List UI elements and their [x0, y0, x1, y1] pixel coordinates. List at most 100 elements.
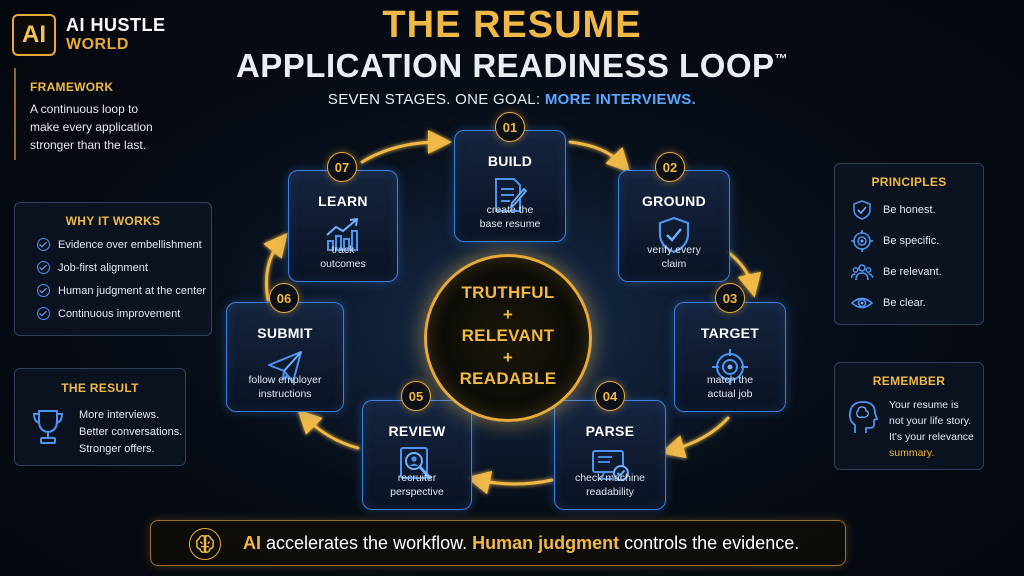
why-it-works-panel: WHY IT WORKS Evidence over embellishment… — [14, 202, 212, 336]
core-principles-circle: TRUTHFUL + RELEVANT + READABLE — [424, 254, 592, 422]
eye-icon — [851, 297, 873, 308]
trademark: ™ — [774, 51, 789, 66]
list-item-label: Be clear. — [883, 296, 926, 309]
footer-message: AI accelerates the workflow. Human judgm… — [243, 533, 799, 554]
result-heading: THE RESULT — [61, 381, 139, 395]
stage-title: LEARN — [318, 193, 368, 209]
principles-list: Be honest. Be specific. Be relevant. Be … — [851, 194, 942, 318]
result-lines: More interviews. Better conversations. S… — [79, 407, 182, 458]
page-title-line2: APPLICATION READINESS LOOP™ — [0, 47, 1024, 85]
brand-name-line2: WORLD — [66, 36, 129, 53]
stage-title: SUBMIT — [257, 325, 313, 341]
footer-text-part: accelerates the workflow. — [261, 533, 473, 553]
stage-number: 05 — [401, 381, 431, 411]
list-item: Be clear. — [851, 287, 942, 318]
footer-banner: AI accelerates the workflow. Human judgm… — [150, 520, 846, 566]
list-item-label: Be honest. — [883, 203, 936, 216]
stage-title: BUILD — [487, 153, 533, 169]
check-circle-icon — [37, 261, 50, 274]
subtitle-highlight: MORE INTERVIEWS. — [544, 91, 697, 108]
brand-name-line1: AI HUSTLE — [66, 15, 166, 35]
trophy-icon — [32, 410, 64, 444]
subtitle-prefix: SEVEN STAGES. ONE GOAL: — [327, 91, 545, 108]
shield-check-icon — [658, 216, 690, 254]
list-item-label: Be relevant. — [883, 265, 942, 278]
framework-heading: FRAMEWORK — [30, 80, 114, 94]
remember-text: Your resume is not your life story. It's… — [889, 397, 974, 461]
target-icon — [851, 229, 873, 252]
result-line: Better conversations. — [79, 426, 183, 438]
people-icon — [851, 263, 873, 280]
check-circle-icon — [37, 307, 50, 320]
list-item: Continuous improvement — [37, 302, 206, 325]
list-item: Be relevant. — [851, 256, 942, 287]
shield-check-icon — [853, 199, 871, 220]
result-line: Stronger offers. — [79, 443, 155, 455]
title-text: APPLICATION READINESS LOOP — [235, 47, 775, 84]
page-title: THE RESUME — [382, 4, 642, 46]
stage-number: 04 — [595, 381, 625, 411]
person-magnifier-icon — [400, 447, 433, 481]
document-pen-icon — [495, 178, 528, 212]
list-item: Job-first alignment — [37, 256, 206, 279]
core-truthful: TRUTHFUL — [461, 283, 555, 302]
core-readable: READABLE — [459, 369, 557, 388]
footer-text-part: controls the evidence. — [619, 533, 800, 553]
remember-panel: REMEMBER Your resume is not your life st… — [834, 362, 984, 470]
stage-number: 02 — [655, 152, 685, 182]
brain-icon — [189, 528, 221, 560]
head-brain-icon — [848, 401, 879, 433]
stage-number: 03 — [715, 283, 745, 313]
core-relevant: RELEVANT — [461, 326, 555, 345]
footer-human-judgment: Human judgment — [472, 533, 620, 553]
arrow-ground-to-target — [726, 250, 762, 298]
list-item-label: Job-first alignment — [58, 261, 148, 274]
list-item-label: Human judgment at the center — [58, 284, 206, 297]
growth-chart-icon — [326, 217, 359, 251]
list-item: Be honest. — [851, 194, 942, 225]
footer-ai: AI — [243, 533, 261, 553]
list-item: Be specific. — [851, 225, 942, 256]
core-plus: + — [502, 305, 514, 324]
stage-title: GROUND — [641, 193, 707, 209]
remember-line: not your life story. — [889, 415, 972, 427]
stage-number: 06 — [269, 283, 299, 313]
paper-plane-icon — [268, 351, 302, 383]
crosshair-icon — [712, 349, 748, 385]
framework-panel: FRAMEWORK A continuous loop to make ever… — [14, 68, 174, 160]
stage-number: 01 — [495, 112, 525, 142]
why-it-works-list: Evidence over embellishment Job-first al… — [37, 233, 206, 325]
result-panel: THE RESULT More interviews. Better conve… — [14, 368, 186, 466]
remember-heading: REMEMBER — [872, 374, 946, 388]
list-item-label: Continuous improvement — [58, 307, 181, 320]
list-item-label: Evidence over embellishment — [58, 238, 202, 251]
list-item: Human judgment at the center — [37, 279, 206, 302]
arrow-target-to-parse — [660, 416, 730, 459]
arrow-parse-to-review — [466, 470, 554, 495]
monitor-check-icon — [592, 450, 629, 481]
arrow-review-to-submit — [297, 409, 360, 450]
principles-heading: PRINCIPLES — [871, 175, 947, 189]
page-subtitle: SEVEN STAGES. ONE GOAL: MORE INTERVIEWS. — [0, 91, 1024, 108]
list-item-label: Be specific. — [883, 234, 940, 247]
core-plus: + — [502, 348, 514, 367]
check-circle-icon — [37, 238, 50, 251]
arrow-learn-to-build — [360, 130, 452, 164]
remember-line: It's your relevance — [889, 431, 974, 443]
arrow-submit-to-learn — [263, 232, 288, 302]
remember-line-highlight: summary. — [889, 447, 935, 459]
remember-line: Your resume is — [889, 399, 959, 411]
